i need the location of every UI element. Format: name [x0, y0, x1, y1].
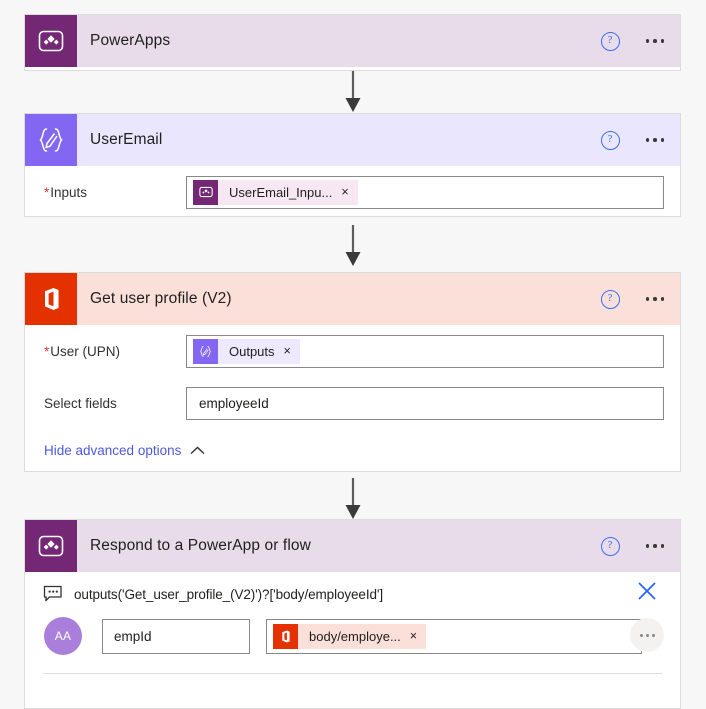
field-label-user-upn: *User (UPN) — [44, 343, 121, 359]
field-row-inputs: *Inputs UserEmail_In — [41, 166, 664, 218]
down-arrow-icon — [345, 225, 361, 266]
row-more-options-icon[interactable] — [630, 618, 664, 652]
token-chip-body: Outputs × — [218, 338, 300, 364]
row-divider — [43, 673, 662, 674]
field-label-select-fields: Select fields — [44, 395, 117, 411]
more-options-icon[interactable] — [644, 33, 667, 49]
card-body: outputs('Get_user_profile_(V2)')?['body/… — [25, 572, 680, 674]
help-icon[interactable]: ? — [600, 31, 620, 51]
hide-advanced-options-link[interactable]: Hide advanced options — [41, 429, 664, 478]
flow-card-get-user-profile[interactable]: Get user profile (V2) ? *User (UPN) — [24, 272, 681, 472]
card-body: *User (UPN) Outputs × — [25, 325, 680, 478]
card-title: Get user profile (V2) — [90, 290, 232, 307]
help-icon[interactable]: ? — [600, 536, 620, 556]
field-row-select-fields: Select fields employeeId — [41, 377, 664, 429]
card-header[interactable]: Get user profile (V2) ? — [25, 273, 680, 325]
required-asterisk: * — [44, 184, 50, 200]
powerapps-icon — [193, 179, 218, 205]
card-title: PowerApps — [90, 32, 171, 49]
token-label: Outputs — [229, 343, 275, 359]
card-body: *Inputs UserEmail_In — [25, 166, 680, 218]
card-header[interactable]: PowerApps ? — [25, 15, 680, 67]
text-type-label: AA — [54, 629, 72, 643]
flow-card-useremail-compose[interactable]: UserEmail ? *Inputs — [24, 113, 681, 217]
powerapps-icon — [25, 15, 77, 67]
card-header-actions: ? — [600, 273, 667, 325]
card-header[interactable]: UserEmail ? — [25, 114, 680, 166]
powerapps-icon — [25, 520, 77, 572]
expression-text: outputs('Get_user_profile_(V2)')?['body/… — [74, 586, 384, 602]
compose-icon — [193, 338, 218, 364]
text-type-icon: AA — [44, 617, 82, 655]
token-chip-body: body/employe... × — [298, 623, 427, 649]
advanced-options-label: Hide advanced options — [44, 443, 182, 458]
close-icon[interactable] — [636, 580, 658, 602]
output-name-input[interactable]: empId — [102, 618, 250, 654]
select-fields-input[interactable]: employeeId — [186, 386, 664, 420]
inputs-field[interactable]: UserEmail_Inpu... × — [186, 175, 664, 209]
required-asterisk: * — [44, 343, 50, 359]
token-remove-icon[interactable]: × — [341, 185, 349, 199]
chevron-up-icon — [190, 446, 205, 455]
token-remove-icon[interactable]: × — [283, 344, 291, 358]
field-label-inputs: *Inputs — [44, 184, 88, 200]
down-arrow-icon — [345, 71, 361, 112]
output-parameter-row: AA empId body/employe... × — [41, 609, 664, 667]
token-label: body/employe... — [309, 628, 401, 644]
more-options-icon[interactable] — [644, 538, 667, 554]
field-row-user-upn: *User (UPN) Outputs × — [41, 325, 664, 377]
connector-arrow-3 — [0, 478, 706, 520]
connector-arrow-1 — [0, 71, 706, 113]
card-title: UserEmail — [90, 131, 163, 148]
office365-icon — [25, 273, 77, 325]
more-options-icon[interactable] — [644, 132, 667, 148]
connector-arrow-2 — [0, 225, 706, 267]
compose-icon — [25, 114, 77, 166]
office365-icon — [273, 623, 298, 649]
card-title: Respond to a PowerApp or flow — [90, 537, 311, 554]
token-label: UserEmail_Inpu... — [229, 184, 333, 200]
tooltip-icon — [43, 585, 62, 602]
down-arrow-icon — [345, 478, 361, 519]
output-value-field[interactable]: body/employe... × — [266, 618, 642, 654]
card-header-actions: ? — [600, 114, 667, 166]
flow-card-powerapps-trigger[interactable]: PowerApps ? — [24, 14, 681, 71]
token-chip-body-employeeid[interactable]: body/employe... × — [273, 623, 427, 649]
flow-card-respond-to-powerapp[interactable]: Respond to a PowerApp or flow ? outputs(… — [24, 519, 681, 709]
token-chip-useremail-input[interactable]: UserEmail_Inpu... × — [193, 179, 358, 205]
user-upn-field[interactable]: Outputs × — [186, 334, 664, 368]
expression-tooltip-row: outputs('Get_user_profile_(V2)')?['body/… — [41, 572, 664, 609]
token-chip-body: UserEmail_Inpu... × — [218, 179, 358, 205]
more-options-icon[interactable] — [644, 291, 667, 307]
card-header[interactable]: Respond to a PowerApp or flow ? — [25, 520, 680, 572]
card-header-actions: ? — [600, 520, 667, 572]
token-remove-icon[interactable]: × — [409, 629, 418, 643]
card-header-actions: ? — [600, 15, 667, 67]
token-chip-outputs[interactable]: Outputs × — [193, 338, 300, 364]
help-icon[interactable]: ? — [600, 130, 620, 150]
help-icon[interactable]: ? — [600, 289, 620, 309]
